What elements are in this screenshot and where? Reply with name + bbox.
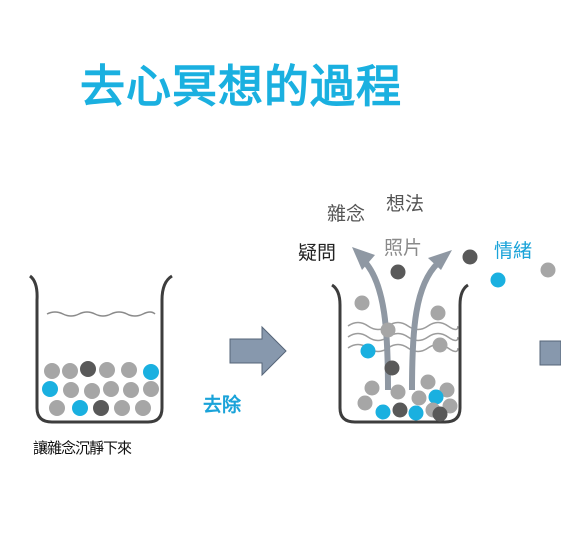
left-ball [62, 363, 78, 379]
left-ball [143, 364, 159, 380]
middle-ball [364, 380, 380, 396]
floating-word-ideas: 想法 [386, 193, 425, 215]
rising-arrow-right-head [428, 250, 452, 270]
left-ball [72, 400, 88, 416]
middle-beaker [331, 247, 556, 424]
middle-ball [540, 262, 556, 278]
right-arrow [229, 325, 287, 377]
left-beaker [29, 274, 173, 424]
left-ball [42, 381, 58, 397]
left-ball [84, 383, 100, 399]
remove-label: 去除 [203, 394, 242, 416]
rising-arrow-right-shaft [409, 260, 441, 391]
floating-word-questions: 疑問 [298, 242, 337, 264]
rising-arrow-left-head [352, 247, 375, 270]
left-ball [121, 362, 137, 378]
left-ball [63, 382, 79, 398]
right-arrow-partial [539, 340, 561, 366]
left-caption: 讓雜念沉靜下來 [33, 439, 132, 457]
middle-ball [428, 389, 444, 405]
middle-ball [384, 360, 400, 376]
left-ball [143, 381, 159, 397]
wave-line-2 [347, 332, 459, 342]
middle-ball [411, 390, 427, 406]
floating-word-photos: 照片 [384, 237, 423, 259]
middle-ball [430, 305, 446, 321]
diagram-title: 去心冥想的過程 [80, 60, 403, 113]
left-ball [49, 400, 65, 416]
middle-ball [380, 322, 396, 338]
left-ball [114, 400, 130, 416]
middle-ball [442, 398, 458, 414]
left-ball [93, 400, 109, 416]
middle-ball [390, 384, 406, 400]
middle-ball [408, 405, 424, 421]
middle-ball [420, 374, 436, 390]
middle-balls-group [354, 249, 556, 422]
middle-beaker-outline [331, 283, 469, 424]
middle-ball [490, 272, 506, 288]
left-water-line [46, 311, 156, 317]
middle-ball [439, 382, 455, 398]
middle-ball [360, 343, 376, 359]
left-balls-group [42, 361, 159, 416]
left-ball [135, 400, 151, 416]
left-ball [44, 363, 60, 379]
middle-ball [462, 249, 478, 265]
floating-word-emotions: 情緒 [494, 240, 533, 262]
left-beaker-outline [29, 274, 173, 424]
left-ball [123, 382, 139, 398]
middle-ball [354, 295, 370, 311]
left-ball [80, 361, 96, 377]
middle-ball [432, 337, 448, 353]
middle-ball [375, 404, 391, 420]
middle-ball [357, 395, 373, 411]
middle-ball [432, 406, 448, 422]
floating-word-distracting-thoughts: 雜念 [327, 203, 366, 225]
wave-line-1 [347, 321, 459, 331]
left-ball [103, 381, 119, 397]
middle-ball [390, 264, 406, 280]
left-ball [99, 362, 115, 378]
middle-ball [392, 402, 408, 418]
